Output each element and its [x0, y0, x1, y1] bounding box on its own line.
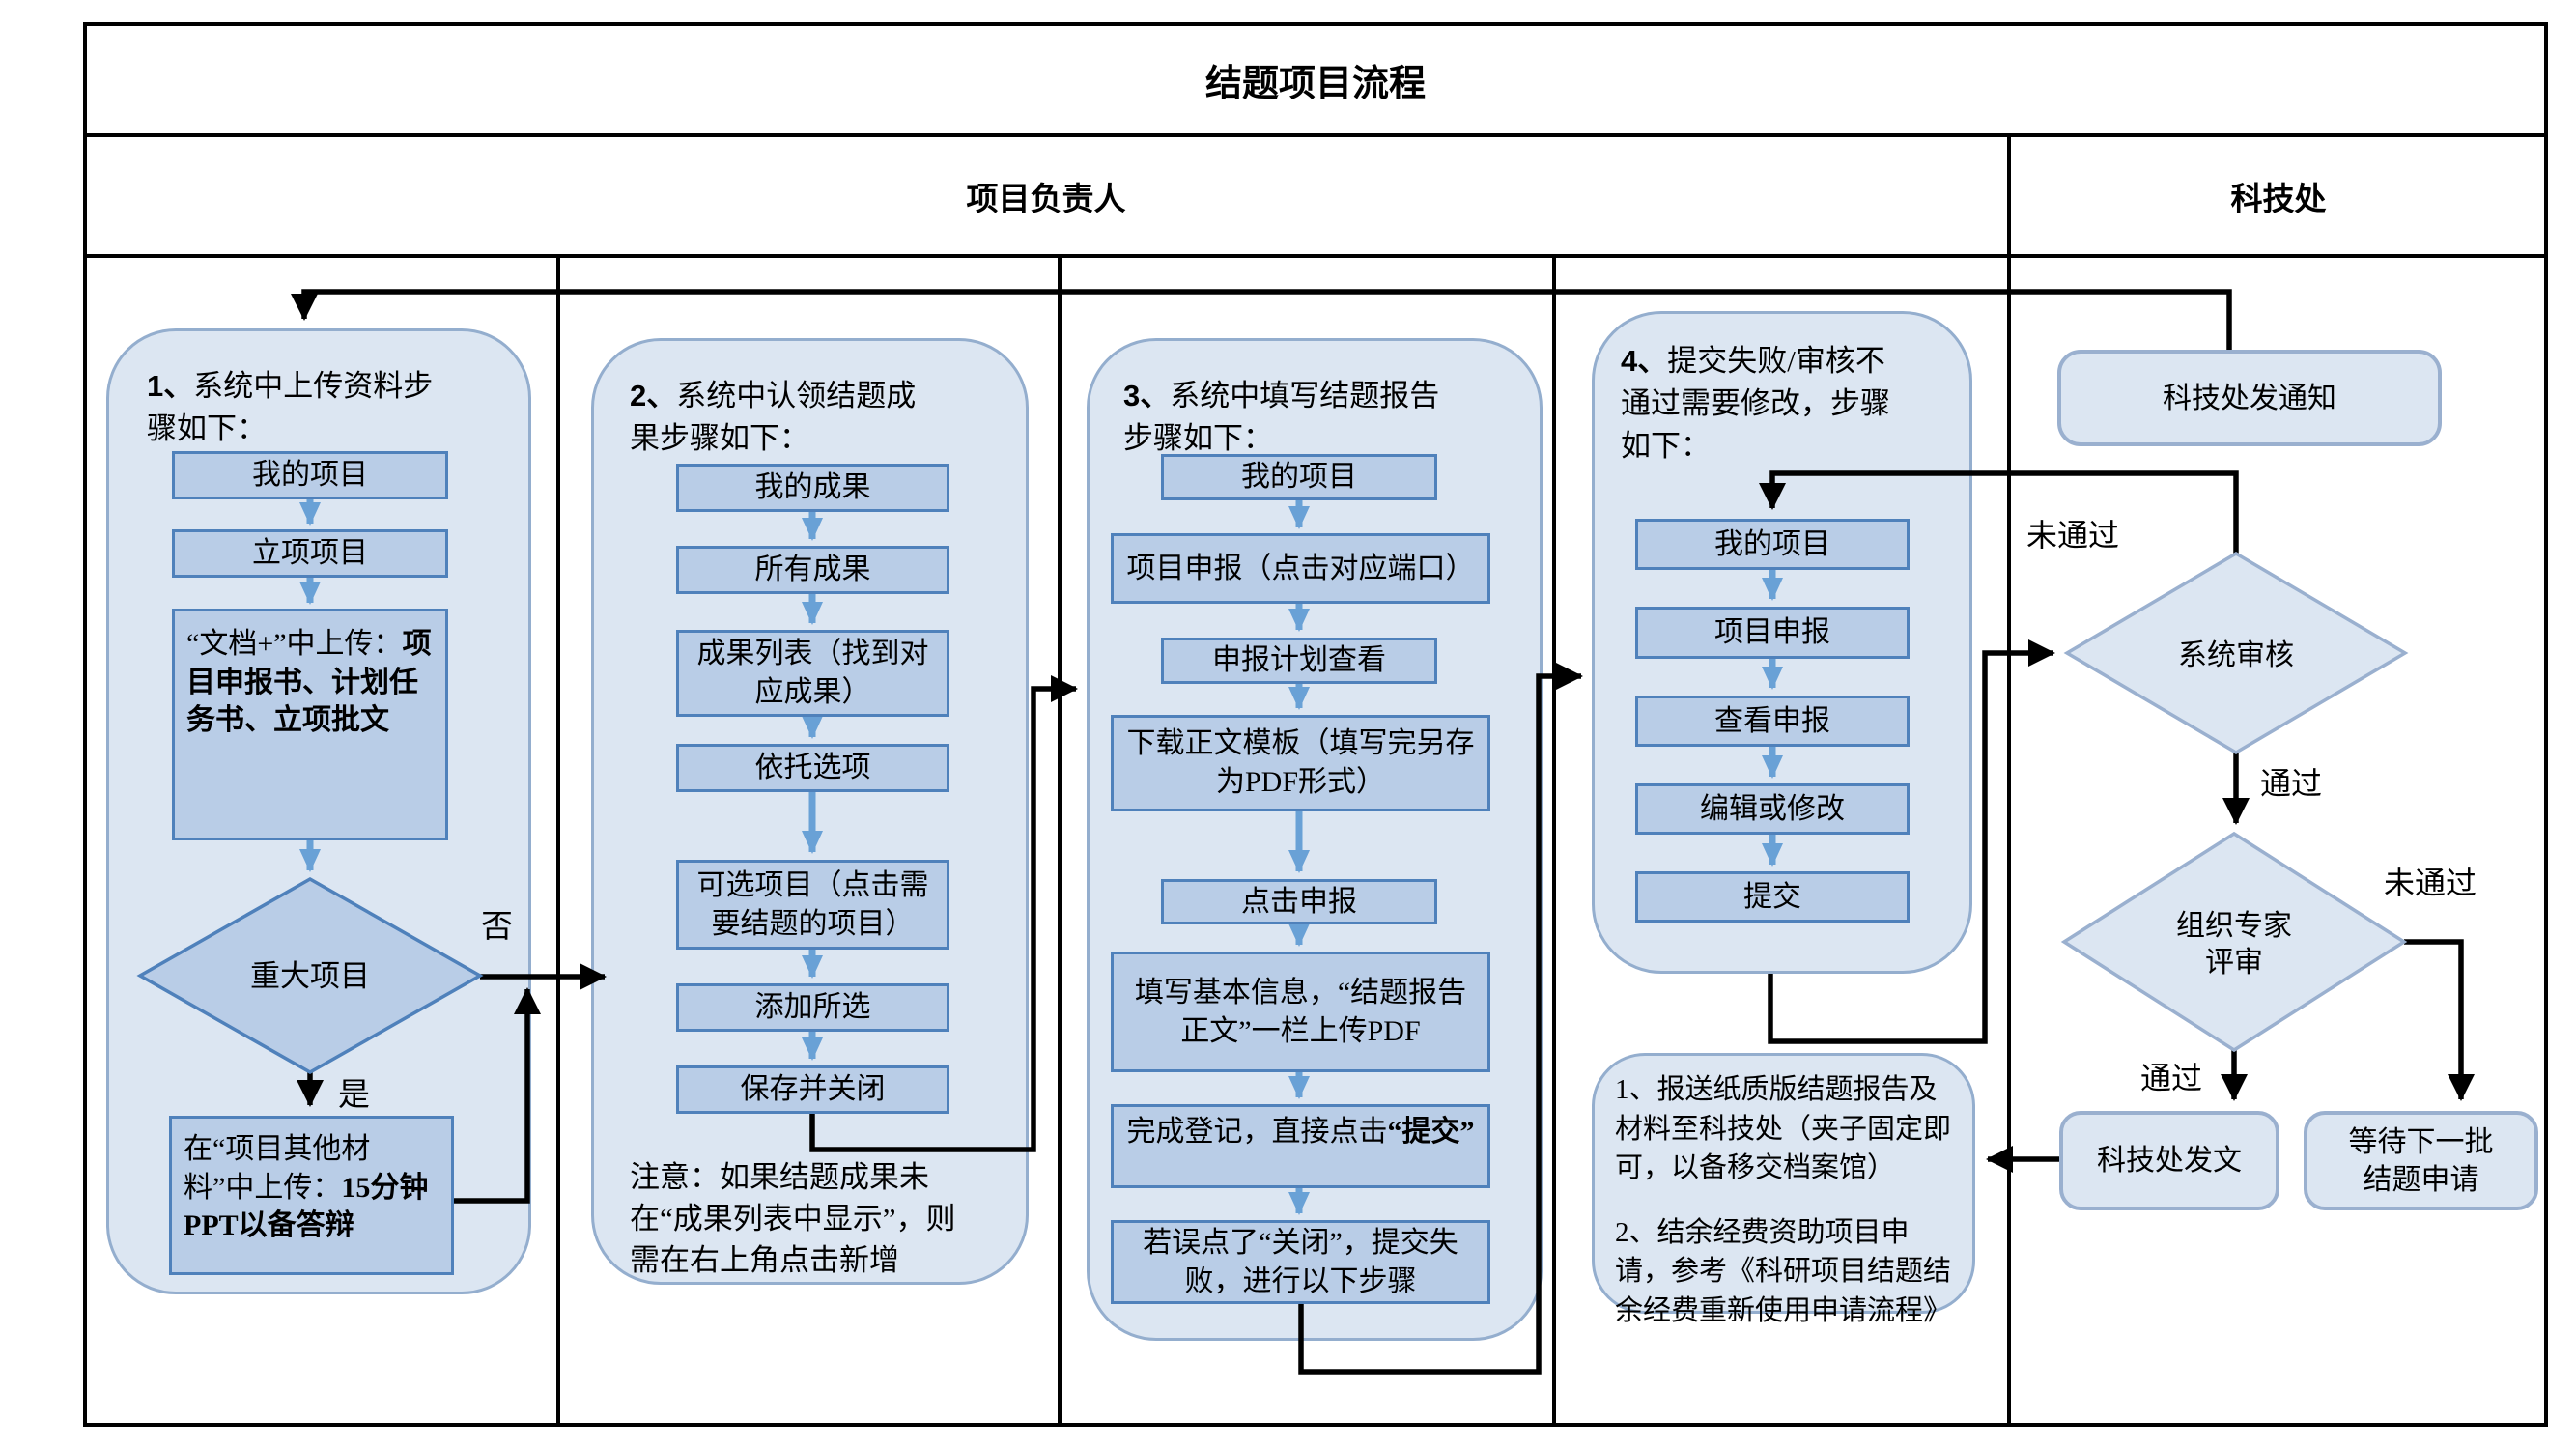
decision-system-review-label: 系统审核 — [2178, 639, 2294, 671]
lane3-heading: 3、系统中填写结题报告步骤如下： — [1123, 375, 1442, 460]
lane4-heading-text: 提交失败/审核不通过需要修改，步骤如下： — [1621, 344, 1890, 464]
lane2-step-result-list: 成果列表（找到对应成果） — [676, 630, 949, 717]
lane-divider-2 — [1058, 256, 1062, 1425]
connector-lane2-to-lane3 — [809, 675, 1078, 1152]
lane2-step-rely-option: 依托选项 — [676, 744, 949, 792]
label-pass-1: 通过 — [2260, 766, 2323, 801]
lane2-heading: 2、系统中认领结题成果步骤如下： — [630, 375, 920, 460]
label-fail-top: 未通过 — [2026, 518, 2120, 553]
lane3-step-plan-view: 申报计划查看 — [1161, 638, 1437, 684]
label-yes: 是 — [338, 1078, 370, 1113]
lane2-step-all-results: 所有成果 — [676, 546, 949, 594]
lane3-step-submit: 完成登记，直接点击“提交” — [1111, 1104, 1490, 1188]
decision-major-project-label: 重大项目 — [250, 959, 370, 993]
connector-lane3-to-lane4 — [1298, 663, 1583, 1375]
lane3-heading-text: 系统中填写结题报告步骤如下： — [1123, 379, 1440, 456]
header-project-leader: 项目负责人 — [966, 182, 1126, 217]
lane3-step-click-declare: 点击申报 — [1161, 879, 1437, 924]
connector-review-fail-return — [1759, 470, 2239, 554]
lane-divider-3 — [1552, 256, 1556, 1425]
lane3-number: 3、 — [1123, 379, 1171, 412]
label-pass-2: 通过 — [2140, 1061, 2203, 1095]
lane1-step-my-project: 我的项目 — [172, 451, 448, 499]
page-title: 结题项目流程 — [1204, 64, 1426, 104]
connector-notify-to-lane1 — [291, 289, 2232, 350]
lane3-step-project-declare: 项目申报（点击对应端口） — [1111, 533, 1490, 604]
lane3-step-submit-bold: “提交” — [1387, 1116, 1475, 1148]
decision-system-review-shape — [2063, 551, 2409, 755]
lane4-heading: 4、提交失败/审核不通过需要修改，步骤如下： — [1621, 340, 1911, 468]
label-no: 否 — [481, 910, 513, 945]
lane2-number: 2、 — [630, 379, 677, 412]
note-box-content: 1、报送纸质版结题报告及材料至科技处（夹子固定即可，以备移交档案馆） 2、结余经… — [1615, 1070, 1953, 1331]
lane1-step-upload-docs-bold: 项目申报书、计划任务书、立项批文 — [186, 628, 432, 737]
note-box-item2: 2、结余经费资助项目申请，参考《科研项目结题结余经费重新使用申请流程》 — [1615, 1216, 1952, 1326]
lane4-step-project-declare: 项目申报 — [1635, 607, 1910, 659]
lane1-step-ppt-normal: 在“项目其他材料”中上传： — [184, 1133, 371, 1204]
table-frame — [83, 22, 2548, 1427]
lane4-step-submit: 提交 — [1635, 871, 1910, 923]
decision-expert-review-label: 组织专家评审 — [2176, 910, 2292, 979]
lane2-note: 注意：如果结题成果未在“成果列表中显示”，则需在右上角点击新增 — [630, 1160, 956, 1277]
lane1-step-upload-docs: “文档+”中上传：项目申报书、计划任务书、立项批文 — [172, 609, 448, 840]
lane1-step-ppt-bold: 15分钟PPT以备答辩 — [184, 1171, 429, 1242]
lane3-step-my-project: 我的项目 — [1161, 454, 1437, 500]
node-notify: 科技处发通知 — [2057, 350, 2442, 446]
note-box-container — [1592, 1053, 1975, 1314]
label-fail-2: 未通过 — [2384, 866, 2477, 900]
note-box-item1: 1、报送纸质版结题报告及材料至科技处（夹子固定即可，以备移交档案馆） — [1615, 1074, 1952, 1184]
lane4-step-my-project: 我的项目 — [1635, 519, 1910, 570]
lane2-heading-text: 系统中认领结题成果步骤如下： — [630, 379, 917, 456]
decision-major-project-shape — [136, 876, 484, 1075]
lane1-number: 1、 — [147, 369, 194, 403]
lane1-heading-text: 系统中上传资料步骤如下： — [147, 369, 434, 446]
lane2-step-save-close: 保存并关闭 — [676, 1065, 949, 1114]
lane1-step-approved-project: 立项项目 — [172, 529, 448, 578]
title-row-divider — [85, 133, 2546, 137]
connector-lane4-to-review — [1768, 639, 2055, 1044]
lane3-step-download-template: 下载正文模板（填写完另存为PDF形式） — [1111, 715, 1490, 811]
node-issue-document: 科技处发文 — [2059, 1111, 2279, 1210]
decision-expert-review-shape — [2060, 831, 2408, 1053]
connector-ppt-box-merge — [454, 987, 541, 1204]
header-keji-office: 科技处 — [2230, 182, 2327, 217]
lane-divider-1 — [556, 256, 560, 1425]
lane2-step-my-results: 我的成果 — [676, 464, 949, 512]
lane3-step-close-fail: 若误点了“关闭”，提交失败，进行以下步骤 — [1111, 1220, 1490, 1304]
lane2-step-add-selected: 添加所选 — [676, 983, 949, 1032]
lane2-step-optional-project: 可选项目（点击需要结题的项目） — [676, 860, 949, 950]
header-row-divider — [85, 254, 2546, 258]
node-wait-next-batch: 等待下一批结题申请 — [2304, 1111, 2538, 1210]
lane1-step-upload-docs-normal: “文档+”中上传： — [186, 628, 403, 660]
lane3-step-submit-normal: 完成登记，直接点击 — [1126, 1116, 1388, 1148]
lane4-step-view-declare: 查看申报 — [1635, 696, 1910, 747]
column-divider-keji — [2007, 135, 2011, 1425]
lane1-step-ppt: 在“项目其他材料”中上传：15分钟PPT以备答辩 — [169, 1116, 454, 1275]
lane4-number: 4、 — [1621, 344, 1668, 378]
lane3-step-fill-info: 填写基本信息，“结题报告正文”一栏上传PDF — [1111, 952, 1490, 1072]
connector-expert-fail — [2404, 939, 2475, 1101]
lane1-heading: 1、系统中上传资料步骤如下： — [147, 365, 456, 450]
lane4-step-edit-modify: 编辑或修改 — [1635, 783, 1910, 835]
